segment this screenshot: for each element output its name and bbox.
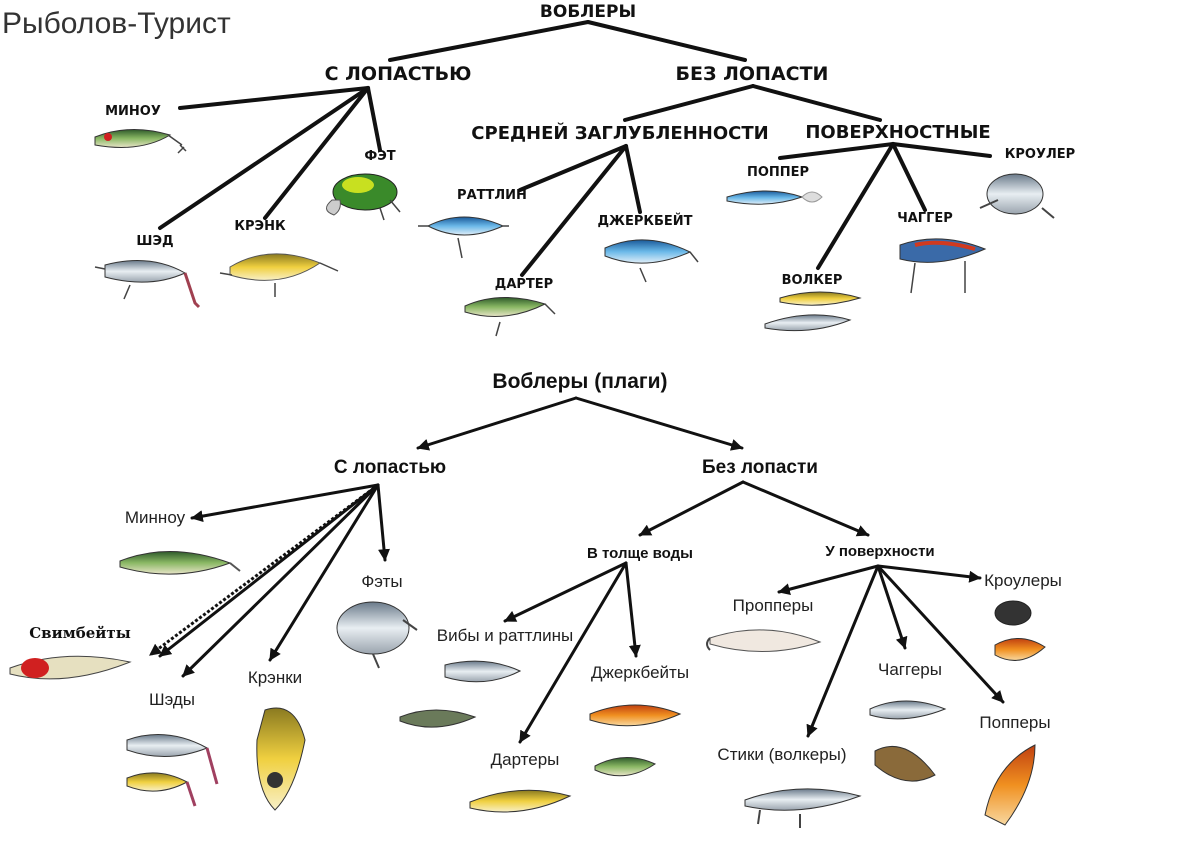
bottom-minnow-lure-image	[119, 550, 241, 575]
bottom-shads-label: Шэды	[149, 690, 195, 709]
watermark: Рыболов-Турист	[2, 7, 231, 40]
bottom-crawlers-label: Кроулеры	[984, 571, 1062, 590]
bottom-chuggers-lure-image	[869, 700, 947, 782]
top-fat-lure-image	[326, 173, 401, 221]
bottom-cranks-label: Крэнки	[248, 668, 302, 687]
top-surface-label: ПОВЕРХНОСТНЫЕ	[805, 122, 990, 143]
bottom-vibs-label: Вибы и раттлины	[437, 626, 574, 645]
top-popper-lure-image	[726, 190, 823, 205]
top-crank-label: КРЭНК	[234, 219, 286, 234]
top-shad-lure-image	[94, 260, 201, 309]
bottom-proppers-lure-image	[706, 629, 822, 653]
bottom-with-blade-label: С лопастью	[334, 457, 446, 478]
bottom-vibs-lure-image	[399, 660, 522, 728]
top-root-label: ВОБЛЕРЫ	[540, 2, 636, 22]
top-chugger-lure-image	[899, 238, 987, 294]
bottom-root-label: Воблеры (плаги)	[492, 370, 667, 393]
bottom-poppers-lure-image	[984, 744, 1036, 826]
bottom-sticks-label: Стики (волкеры)	[717, 745, 846, 764]
top-crawler-lure-image	[979, 173, 1055, 219]
top-shad-label: ШЭД	[136, 234, 173, 249]
top-without-blade-label: БЕЗ ЛОПАСТИ	[676, 63, 829, 85]
top-fat-label: ФЭТ	[364, 149, 395, 164]
bottom-jerkbaits-lure-image	[589, 704, 682, 777]
bottom-poppers-label: Попперы	[979, 713, 1050, 732]
bottom-cranks-lure-image	[256, 707, 306, 811]
bottom-arrow-lines	[149, 396, 1005, 744]
bottom-minnow-label: Минноу	[125, 508, 186, 527]
bottom-fats-lure-image	[336, 601, 418, 669]
bottom-proppers-label: Пропперы	[733, 596, 814, 615]
bottom-fats-label: Фэты	[361, 572, 402, 591]
top-walker-label: ВОЛКЕР	[782, 273, 843, 288]
top-diagram: ВОБЛЕРЫ С ЛОПАСТЬЮ БЕЗ ЛОПАСТИ СРЕДНЕЙ З…	[94, 2, 1075, 337]
top-darter-label: ДАРТЕР	[495, 277, 553, 292]
bottom-crawlers-lure-image	[994, 600, 1046, 661]
top-rattlin-label: РАТТЛИН	[457, 188, 527, 203]
bottom-jerkbaits-label: Джеркбейты	[591, 663, 689, 682]
top-minnow-lure-image	[94, 128, 187, 154]
bottom-swimbait-lure-image	[9, 655, 132, 680]
top-crank-lure-image	[219, 253, 339, 297]
bottom-chuggers-label: Чаггеры	[878, 660, 942, 679]
top-connector-lines	[158, 20, 992, 277]
bottom-sticks-lure-image	[744, 788, 862, 828]
bottom-darters-label: Дартеры	[491, 750, 560, 769]
bottom-at-surface-label: У поверхности	[825, 543, 934, 560]
top-crawler-label: КРОУЛЕР	[1005, 147, 1075, 162]
bottom-shads-lure-image	[126, 734, 219, 807]
top-rattlin-lure-image	[418, 216, 509, 259]
top-minnow-label: МИНОУ	[105, 104, 161, 119]
top-darter-lure-image	[464, 297, 556, 337]
top-with-blade-label: С ЛОПАСТЬЮ	[325, 63, 472, 85]
bottom-in-water-label: В толще воды	[587, 545, 693, 562]
bottom-without-blade-label: Без лопасти	[702, 457, 818, 478]
top-popper-label: ПОППЕР	[747, 165, 809, 180]
bottom-diagram: Воблеры (плаги) С лопастью Без лопасти В…	[9, 370, 1062, 828]
top-walker-lure-image	[764, 291, 862, 332]
top-jerkbait-label: ДЖЕРКБЕЙТ	[597, 213, 692, 229]
top-medium-depth-label: СРЕДНЕЙ ЗАГЛУБЛЕННОСТИ	[471, 122, 768, 144]
bottom-darters-lure-image	[469, 789, 572, 813]
top-jerkbait-lure-image	[604, 239, 699, 283]
top-chugger-label: ЧАГГЕР	[897, 211, 953, 226]
bottom-swimbait-label: Свимбейты	[29, 624, 131, 642]
